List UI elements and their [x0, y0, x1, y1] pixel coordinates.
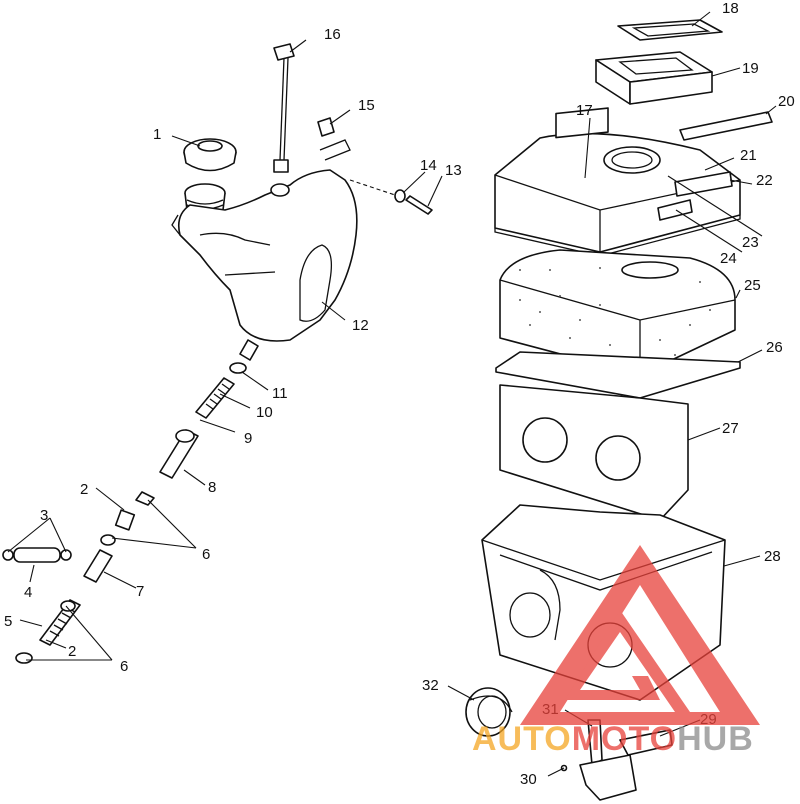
air-filter-element: [499, 249, 736, 376]
callout-26: 26: [766, 339, 783, 356]
callout-23: 23: [742, 234, 759, 251]
callout-4: 4: [24, 584, 32, 601]
fuel-tank: [171, 169, 358, 342]
callout-17: 17: [576, 102, 593, 119]
callout-6: 6: [202, 546, 210, 563]
fuel-hose-assembly: [2, 339, 259, 664]
callout-3: 3: [40, 507, 48, 524]
watermark-logo: AUTOMOTOHUB: [472, 545, 760, 758]
watermark-triangle-inner: [565, 610, 690, 712]
gasket-seal: [495, 351, 741, 399]
callout-24: 24: [720, 250, 737, 267]
callout-1: 1: [153, 126, 161, 143]
callout-13: 13: [445, 162, 462, 179]
callout-14: 14: [420, 157, 437, 174]
intake-boot: [465, 687, 513, 737]
clip: [317, 117, 351, 161]
callout-25: 25: [744, 277, 761, 294]
callout-21: 21: [740, 147, 757, 164]
callout-19: 19: [742, 60, 759, 77]
callout-18: 18: [722, 0, 739, 17]
fuel-cap: [183, 138, 237, 172]
callout-5: 5: [4, 613, 12, 630]
foam-speckles: [519, 267, 711, 356]
watermark-text-moto: MOTO: [572, 720, 677, 758]
vent-tube: [270, 43, 295, 197]
callout-2: 2: [68, 643, 76, 660]
callout-20: 20: [778, 93, 795, 110]
callout-32: 32: [422, 677, 439, 694]
watermark-text: AUTOMOTOHUB: [472, 720, 754, 758]
filter-plate: [499, 384, 689, 521]
air-box-cover: [494, 107, 741, 257]
watermark-text-hub: HUB: [677, 720, 754, 758]
callout-6: 6: [120, 658, 128, 675]
callout-27: 27: [722, 420, 739, 437]
callout-7: 7: [136, 583, 144, 600]
callout-10: 10: [256, 404, 273, 421]
callout-30: 30: [520, 771, 537, 788]
bolt-and-washer: [349, 179, 433, 215]
callout-9: 9: [244, 430, 252, 447]
callout-11: 11: [272, 385, 288, 402]
mounting-bracket: [560, 719, 673, 801]
leader-lines: [7, 11, 777, 777]
callout-8: 8: [208, 479, 216, 496]
gasket-top: [617, 19, 723, 41]
strap: [679, 111, 773, 141]
callout-2: 2: [80, 481, 88, 498]
callout-12: 12: [352, 317, 369, 334]
callout-28: 28: [764, 548, 781, 565]
callout-15: 15: [358, 97, 375, 114]
foam-block: [595, 51, 713, 105]
watermark-text-auto: AUTO: [472, 720, 572, 758]
callout-16: 16: [324, 26, 341, 43]
callout-22: 22: [756, 172, 773, 189]
